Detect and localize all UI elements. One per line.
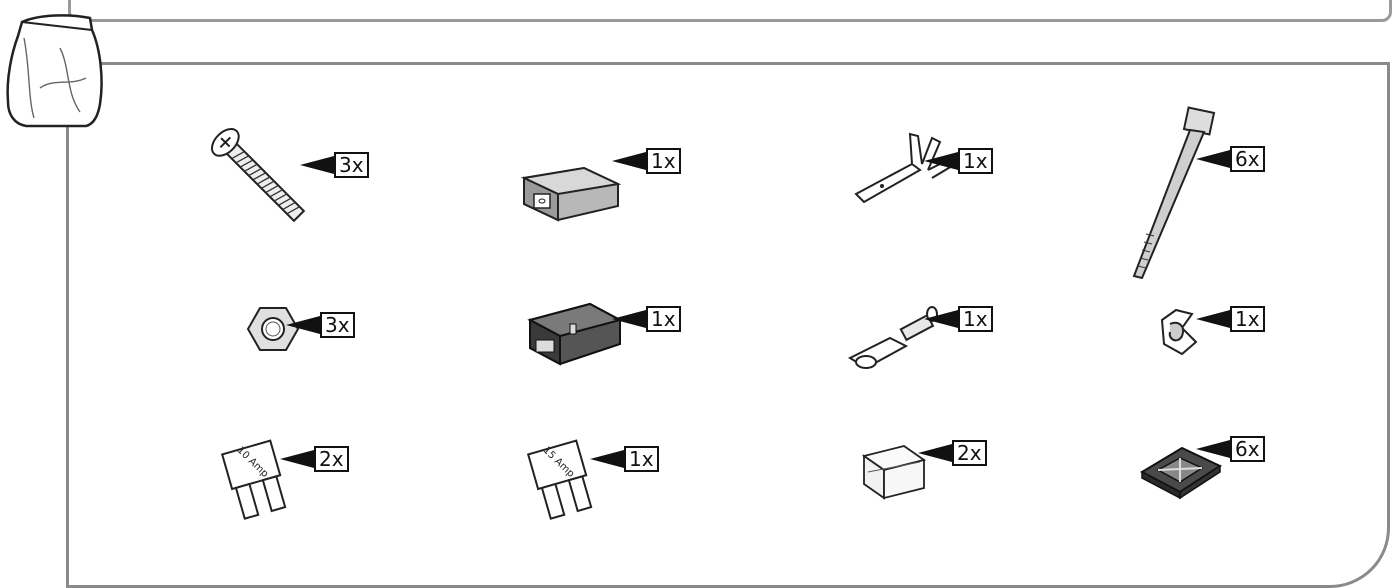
qty-label: 3x: [334, 152, 369, 178]
fuse-15-amp-qty-tag: 1x: [590, 446, 659, 472]
nut-icon: [246, 307, 300, 351]
pointer-arrow: [918, 444, 952, 462]
screw-icon: [211, 128, 306, 223]
qty-label: 1x: [624, 446, 659, 472]
fuse-holder-cover-qty-tag: 2x: [918, 440, 987, 466]
qty-label: 1x: [646, 148, 681, 174]
qty-label: 2x: [952, 440, 987, 466]
pointer-arrow: [612, 310, 646, 328]
wire-clip-qty-tag: 1x: [1196, 306, 1265, 332]
qty-label: 1x: [958, 148, 993, 174]
fuse-10-amp-icon: 10 Amp: [220, 439, 287, 520]
screw-qty-tag: 3x: [300, 152, 369, 178]
pointer-arrow: [280, 450, 314, 468]
cable-tie-mount-icon: [1139, 446, 1223, 500]
cable-tie-mount-qty-tag: 6x: [1196, 436, 1265, 462]
qty-label: 6x: [1230, 146, 1265, 172]
qty-label: 6x: [1230, 436, 1265, 462]
fuse-holder-cover-icon: [861, 445, 927, 500]
qty-label: 1x: [646, 306, 681, 332]
qty-label: 2x: [314, 446, 349, 472]
pointer-arrow: [1196, 150, 1230, 168]
fuse-10-amp-qty-tag: 2x: [280, 446, 349, 472]
fuse-15-amp-icon: 15 Amp: [526, 439, 593, 520]
connector-housing-1-qty-tag: 1x: [612, 148, 681, 174]
pointer-arrow: [1196, 440, 1230, 458]
connector-housing-2-icon: [527, 302, 623, 366]
pointer-arrow: [1196, 310, 1230, 328]
top-panel-frame: [68, 0, 1392, 22]
pointer-arrow: [612, 152, 646, 170]
crimp-terminal-male-qty-tag: 1x: [924, 148, 993, 174]
qty-label: 1x: [1230, 306, 1265, 332]
connector-housing-icon: [520, 166, 622, 222]
pointer-arrow: [590, 450, 624, 468]
qty-label: 3x: [320, 312, 355, 338]
pointer-arrow: [924, 310, 958, 328]
qty-label: 1x: [958, 306, 993, 332]
pointer-arrow: [924, 152, 958, 170]
crimp-terminal-female-qty-tag: 1x: [924, 306, 993, 332]
parts-bag-icon: [6, 14, 103, 128]
wire-clip-icon: [1160, 308, 1198, 356]
pointer-arrow: [300, 156, 334, 174]
connector-housing-2-qty-tag: 1x: [612, 306, 681, 332]
pointer-arrow: [286, 316, 320, 334]
nut-qty-tag: 3x: [286, 312, 355, 338]
cable-tie-icon: [1132, 106, 1216, 280]
cable-tie-qty-tag: 6x: [1196, 146, 1265, 172]
